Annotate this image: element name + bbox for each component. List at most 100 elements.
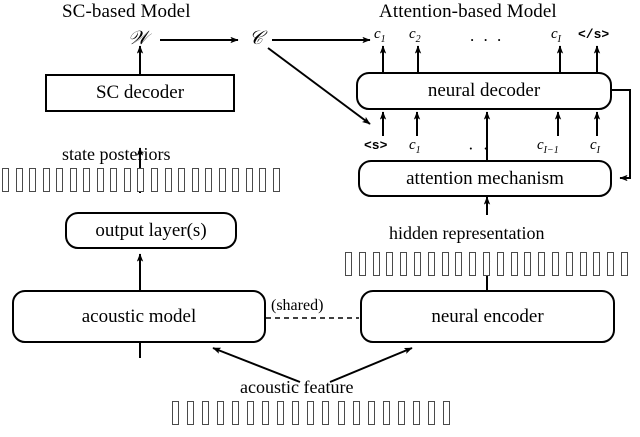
attention-mechanism-box[interactable]: attention mechanism: [358, 160, 612, 197]
feature-frame-tick: [469, 252, 477, 276]
state-posteriors-label: state posteriors: [62, 144, 171, 164]
feature-frame-tick: [96, 168, 104, 192]
feature-frame-tick: [372, 252, 380, 276]
input-token-cI-sub: I: [596, 145, 601, 156]
feature-frame-tick: [565, 252, 573, 276]
feature-frame-tick: [2, 168, 9, 192]
feature-frame-tick: [538, 252, 546, 276]
feature-frame-tick: [322, 401, 330, 425]
title-attention-based-model: Attention-based Model: [379, 1, 557, 22]
feature-frame-tick: [56, 168, 64, 192]
feature-frame-tick: [455, 252, 463, 276]
acoustic-model-box[interactable]: acoustic model: [12, 290, 266, 343]
feature-frame-tick: [386, 252, 394, 276]
acoustic-model-label: acoustic model: [81, 305, 197, 327]
acoustic-feature-ticks: [172, 401, 450, 425]
feature-frame-tick: [247, 401, 255, 425]
feature-frame-tick: [123, 168, 131, 192]
feature-frame-tick: [69, 168, 77, 192]
feature-frame-tick: [218, 168, 226, 192]
feature-frame-tick: [151, 168, 159, 192]
feature-frame-tick: [245, 168, 253, 192]
output-token-c2-base: c: [409, 26, 416, 42]
feature-frame-tick: [272, 168, 280, 192]
feature-frame-tick: [191, 168, 199, 192]
feature-frame-tick: [579, 252, 587, 276]
feature-frame-tick: [382, 401, 390, 425]
output-token-c2-sub: 2: [415, 34, 421, 45]
feature-frame-tick: [427, 252, 435, 276]
feature-frame-tick: [397, 401, 405, 425]
feature-frame-tick: [259, 168, 267, 192]
state-posteriors-ticks: [2, 168, 280, 192]
feature-frame-tick: [217, 401, 225, 425]
feature-frame-tick: [307, 401, 315, 425]
output-token-cI-sub: I: [557, 34, 562, 45]
hidden-representation-ticks: [345, 252, 628, 276]
input-token-cI-base: c: [590, 137, 597, 153]
sc-decoder-label: SC decoder: [95, 82, 185, 103]
feature-frame-tick: [262, 401, 270, 425]
feature-frame-tick: [205, 168, 213, 192]
feature-frame-tick: [187, 401, 195, 425]
feature-frame-tick: [400, 252, 408, 276]
feature-frame-tick: [551, 252, 559, 276]
feature-frame-tick: [292, 401, 300, 425]
feature-frame-tick: [496, 252, 504, 276]
input-token-c1: c1: [409, 137, 421, 156]
feature-frame-tick: [607, 252, 615, 276]
feature-frame-tick: [442, 401, 450, 425]
feature-frame-tick: [137, 168, 145, 192]
output-token-c1-base: c: [374, 26, 381, 42]
input-ellipsis: · ·: [468, 139, 492, 158]
output-token-cI-base: c: [551, 26, 558, 42]
feature-frame-tick: [620, 252, 628, 276]
sc-decoder-box[interactable]: SC decoder: [45, 74, 235, 112]
feature-frame-tick: [337, 401, 345, 425]
feature-frame-tick: [524, 252, 532, 276]
feature-frame-tick: [345, 252, 352, 276]
feature-frame-tick: [482, 252, 490, 276]
decoder-feedback-path: [612, 89, 631, 182]
input-token-start: <s>: [364, 138, 388, 153]
feature-frame-tick: [83, 168, 91, 192]
feature-frame-tick: [232, 401, 240, 425]
feature-frame-tick: [110, 168, 118, 192]
feature-frame-tick: [412, 401, 420, 425]
output-token-c1: c1: [374, 26, 386, 45]
attention-mechanism-label: attention mechanism: [406, 167, 564, 189]
input-token-cIminus1: cI−1: [537, 137, 559, 156]
feature-frame-tick: [178, 168, 186, 192]
symbol-c: 𝒞: [249, 28, 263, 49]
feature-frame-tick: [593, 252, 601, 276]
title-sc-based-model: SC-based Model: [62, 1, 191, 22]
input-token-cIminus1-sub: I−1: [543, 145, 559, 156]
feature-frame-tick: [441, 252, 449, 276]
input-token-c1-base: c: [409, 137, 416, 153]
feature-frame-tick: [172, 401, 179, 425]
hidden-representation-label: hidden representation: [389, 223, 545, 243]
feature-frame-tick: [42, 168, 50, 192]
feature-frame-tick: [352, 401, 360, 425]
output-token-c2: c2: [409, 26, 421, 45]
output-token-c1-sub: 1: [380, 34, 386, 45]
feature-frame-tick: [164, 168, 172, 192]
shared-label: (shared): [271, 297, 324, 314]
output-ellipsis: . . .: [470, 26, 504, 45]
feature-frame-tick: [29, 168, 37, 192]
feature-frame-tick: [510, 252, 518, 276]
output-layer-box[interactable]: output layer(s): [65, 212, 237, 249]
feature-frame-tick: [232, 168, 240, 192]
neural-decoder-box[interactable]: neural decoder: [356, 72, 612, 110]
acoustic-feature-label: acoustic feature: [240, 377, 354, 397]
feature-frame-tick: [15, 168, 23, 192]
input-token-cIminus1-base: c: [537, 137, 544, 153]
input-token-c1-sub: 1: [415, 145, 421, 156]
feature-frame-tick: [202, 401, 210, 425]
neural-encoder-box[interactable]: neural encoder: [360, 290, 615, 343]
symbol-w: 𝒲: [128, 28, 148, 49]
output-token-end: </s>: [578, 27, 610, 42]
feature-frame-tick: [277, 401, 285, 425]
feature-frame-tick: [413, 252, 421, 276]
